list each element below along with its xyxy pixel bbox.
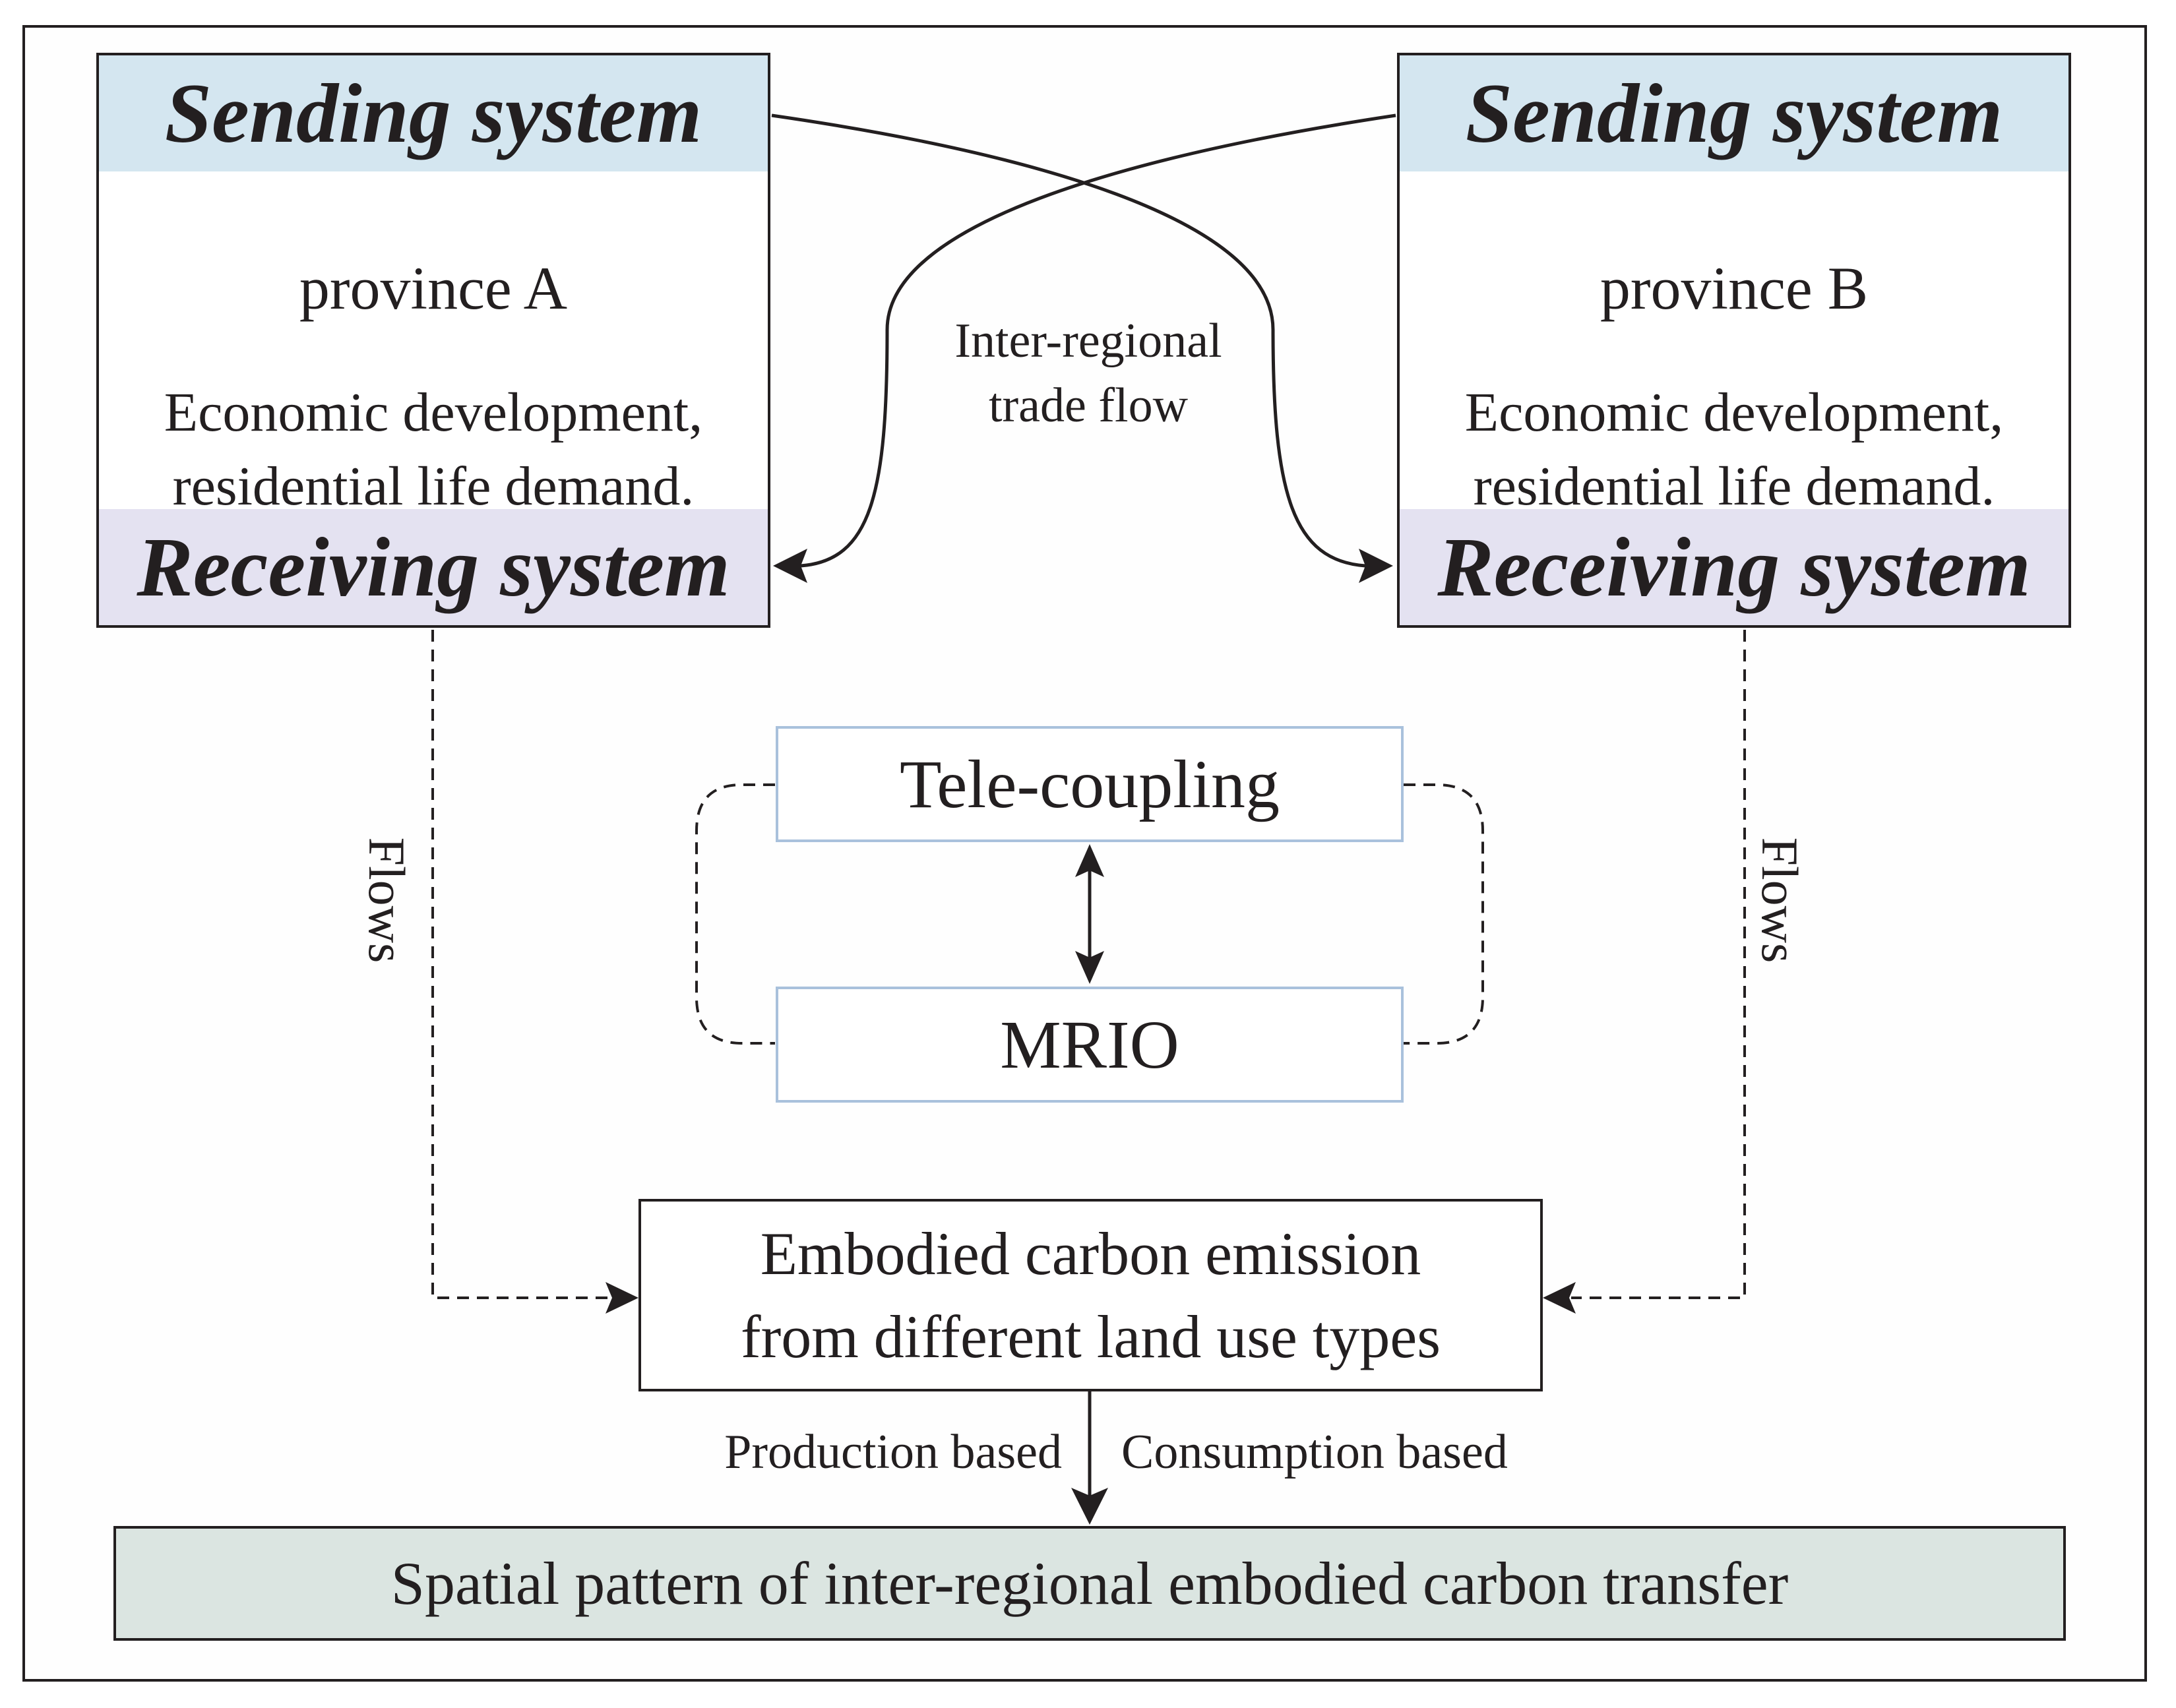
trade-flow-label-line2: trade flow (988, 379, 1189, 433)
flow-right-dashed (1571, 630, 1746, 1299)
mrio-label: MRIO (1000, 1006, 1179, 1083)
telecoupling-label: Tele-coupling (899, 746, 1280, 822)
trade-flow-a-to-b-arrow (771, 113, 1366, 568)
province-a-box: Sending system province A Economic devel… (96, 53, 770, 628)
production-based-label: Production based (724, 1425, 1062, 1479)
province-a-description-line1: Economic development, (164, 382, 703, 443)
province-b-receiving-label: Receiving system (1400, 509, 2068, 625)
province-b-description-line1: Economic development, (1464, 382, 2004, 443)
embodied-carbon-line2: from different land use types (740, 1303, 1441, 1370)
embodied-carbon-box: Embodied carbon emission from different … (638, 1199, 1543, 1391)
spatial-pattern-label: Spatial pattern of inter-regional embodi… (390, 1550, 1789, 1617)
flows-right-label: Flows (1751, 837, 1809, 963)
province-a-name: province A (299, 255, 568, 322)
telecoupling-mrio-loop-left (695, 783, 775, 1045)
embodied-carbon-line1: Embodied carbon emission (760, 1220, 1421, 1287)
province-b-name: province B (1600, 255, 1869, 322)
province-b-box: Sending system province B Economic devel… (1397, 53, 2071, 628)
flows-left-label: Flows (358, 837, 416, 963)
mrio-box: MRIO (776, 987, 1404, 1103)
flow-left-dashed (431, 630, 610, 1299)
province-a-description-line2: residential life demand. (172, 456, 695, 517)
province-b-description: Economic development, residential life d… (1400, 376, 2068, 524)
trade-flow-b-to-a-arrow (800, 113, 1396, 568)
spatial-pattern-box: Spatial pattern of inter-regional embodi… (113, 1526, 2066, 1641)
trade-flow-label: Inter-regional trade flow (923, 309, 1253, 438)
province-a-sending-label: Sending system (99, 55, 768, 171)
trade-flow-label-line1: Inter-regional (954, 314, 1222, 368)
province-b-description-line2: residential life demand. (1473, 456, 1995, 517)
province-a-description: Economic development, residential life d… (99, 376, 768, 524)
province-b-sending-label: Sending system (1400, 55, 2068, 171)
province-a-receiving-label: Receiving system (99, 509, 768, 625)
telecoupling-box: Tele-coupling (776, 726, 1404, 842)
telecoupling-mrio-loop-right (1404, 783, 1484, 1045)
consumption-based-label: Consumption based (1121, 1425, 1508, 1479)
